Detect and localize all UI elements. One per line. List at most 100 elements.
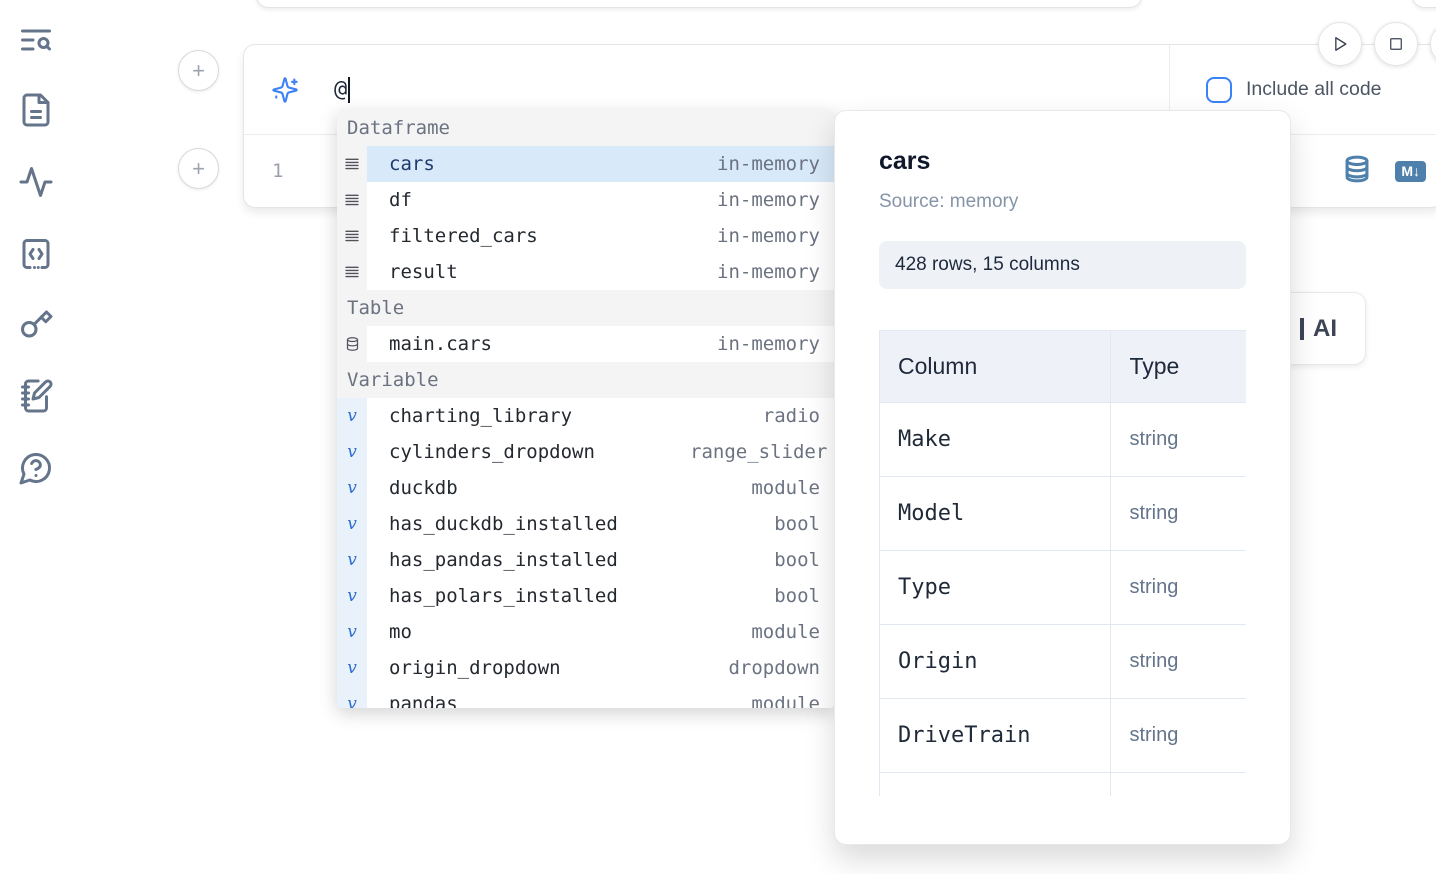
variable-gutter: v <box>337 614 367 650</box>
key-icon[interactable] <box>18 306 54 342</box>
tooltip-source: Source: memory <box>879 191 1019 212</box>
variable-gutter: v <box>337 470 367 506</box>
variable-icon: v <box>347 585 357 606</box>
completion-section-table: Table <box>337 290 834 326</box>
schema-header: Type <box>1110 330 1246 403</box>
completion-item-name: result <box>389 261 458 283</box>
text-caret <box>348 76 351 103</box>
shape-badge: 428 rows, 15 columns <box>879 241 1246 289</box>
sparkles-icon <box>271 76 299 104</box>
play-icon <box>1335 37 1347 51</box>
table-gutter <box>337 326 367 362</box>
completion-item-type: bool <box>774 585 820 607</box>
schema-row-partial <box>879 772 1246 796</box>
include-all-code-option: Include all code <box>1169 45 1436 134</box>
completion-item-type: in-memory <box>717 261 820 283</box>
variable-gutter: v <box>337 506 367 542</box>
completion-item-type: module <box>751 693 820 708</box>
table-database-icon <box>346 337 358 351</box>
completion-item-type: in-memory <box>717 153 820 175</box>
completion-item-name: has_duckdb_installed <box>389 513 618 535</box>
dataframe-icon <box>345 158 359 170</box>
completion-item-has_duckdb_installed[interactable]: v has_duckdb_installed bool <box>337 506 834 542</box>
completion-item-type: bool <box>774 513 820 535</box>
schema-column-type: string <box>1110 624 1246 699</box>
completion-item-cars[interactable]: cars in-memory <box>337 146 834 182</box>
variable-icon: v <box>347 657 357 678</box>
completion-item-type: in-memory <box>717 333 820 355</box>
completion-item-type: in-memory <box>717 225 820 247</box>
dataframe-gutter <box>337 146 367 182</box>
add-cell-above-button[interactable]: + <box>178 50 219 91</box>
include-all-code-checkbox[interactable] <box>1206 76 1232 103</box>
stop-button[interactable] <box>1374 22 1418 66</box>
completion-item-type: range_slider <box>690 441 828 463</box>
variable-gutter: v <box>337 578 367 614</box>
add-cell-below-button[interactable]: + <box>178 148 219 189</box>
schema-column-type: string <box>1110 698 1246 773</box>
variable-icon: v <box>347 477 357 498</box>
completion-item-type: module <box>751 621 820 643</box>
schema-column-type: string <box>1110 550 1246 625</box>
completion-item-name: cylinders_dropdown <box>389 441 595 463</box>
completion-item-type: in-memory <box>717 189 820 211</box>
schema-column-type: string <box>1110 476 1246 551</box>
completion-item-name: duckdb <box>389 477 458 499</box>
activity-icon[interactable] <box>18 164 54 200</box>
help-bubble-icon[interactable] <box>18 450 54 486</box>
code-snippets-icon[interactable] <box>18 236 54 272</box>
completion-item-cylinders_dropdown[interactable]: v cylinders_dropdown range_slider <box>337 434 834 470</box>
code-editor-row[interactable]: 1 M↓ <box>244 135 1436 207</box>
completion-section-variable: Variable <box>337 362 834 398</box>
variable-icon: v <box>347 513 357 534</box>
file-text-icon[interactable] <box>18 92 54 128</box>
completion-section-dataframe: Dataframe <box>337 110 834 146</box>
ai-button-label: AI <box>1313 314 1337 342</box>
schema-column-name: Make <box>879 402 1112 477</box>
schema-column-name: Origin <box>879 624 1112 699</box>
variable-gutter: v <box>337 650 367 686</box>
top-right-panel-edge <box>1412 0 1436 8</box>
notebook-pen-icon[interactable] <box>18 378 54 414</box>
completion-item-name: charting_library <box>389 405 573 427</box>
ai-prompt-input[interactable]: @ <box>244 45 1169 134</box>
completion-item-type: bool <box>774 549 820 571</box>
database-icon[interactable] <box>1343 154 1371 189</box>
completion-item-main.cars[interactable]: main.cars in-memory <box>337 326 834 362</box>
completion-item-type: dropdown <box>728 657 820 679</box>
variable-icon: v <box>347 693 357 708</box>
cell-actions: M↓ <box>1343 135 1426 207</box>
completion-item-name: main.cars <box>389 333 492 355</box>
text-search-icon[interactable] <box>18 22 54 58</box>
run-cell-button[interactable] <box>1318 22 1362 66</box>
variable-gutter: v <box>337 398 367 434</box>
dataframe-icon <box>345 194 359 206</box>
previous-cell-edge <box>256 0 1142 8</box>
variable-icon: v <box>347 441 357 462</box>
dataframe-icon <box>345 230 359 242</box>
variable-gutter: v <box>337 434 367 470</box>
sidebar <box>0 0 70 874</box>
completion-item-result[interactable]: result in-memory <box>337 254 834 290</box>
completion-item-name: cars <box>389 153 435 175</box>
clipped-letter-fragment <box>1300 317 1304 340</box>
stop-square-icon <box>1390 38 1402 50</box>
schema-column-name: Type <box>879 550 1112 625</box>
markdown-icon[interactable]: M↓ <box>1395 160 1426 182</box>
dataframe-gutter <box>337 218 367 254</box>
